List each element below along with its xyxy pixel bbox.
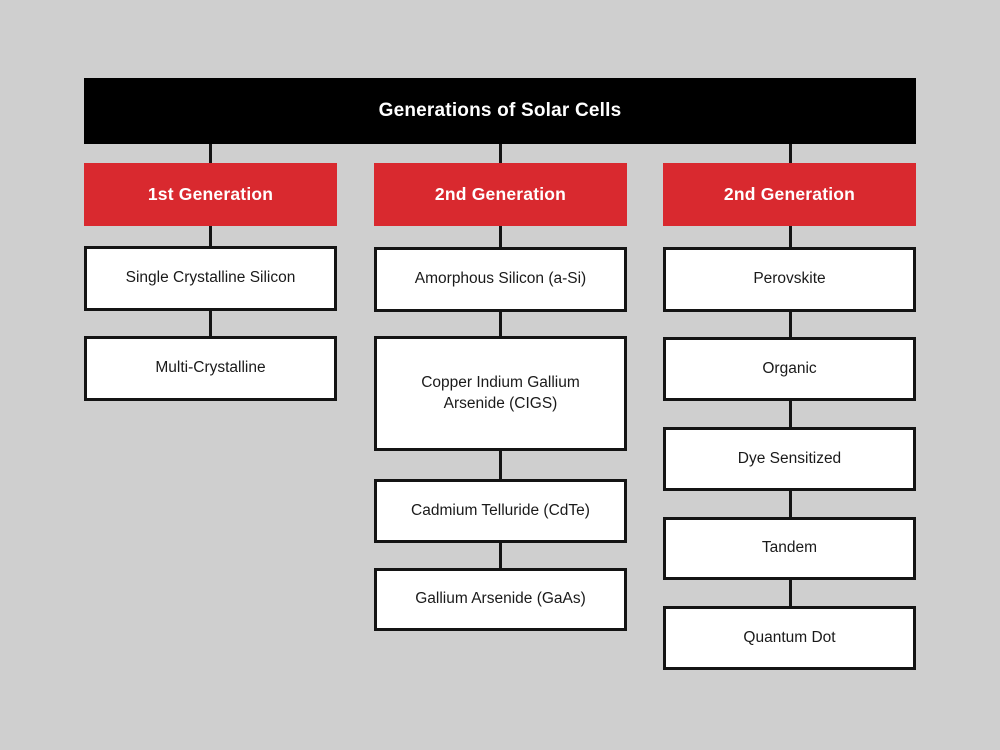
tech-label-col1-item2: Multi-Crystalline [155, 359, 266, 377]
tech-box-col3-item4: Tandem [663, 517, 916, 580]
connector-header-to-col3 [789, 144, 792, 163]
tech-label-col3-item4: Tandem [761, 539, 818, 557]
connector-col1-item1-to-item2 [209, 311, 212, 336]
connector-col2-gen-to-item1 [499, 226, 502, 247]
tech-label-col3-item2: Organic [762, 359, 817, 377]
connector-col3-item3-to-item4 [789, 491, 792, 517]
connector-col3-item2-to-item3 [789, 401, 792, 427]
generation-box-3: 2nd Generation [663, 163, 916, 226]
tech-label-col3-item1: Perovskite [753, 270, 826, 288]
generation-label-2: 2nd Generation [434, 184, 567, 204]
tech-label-col1-item1: Single Crystalline Silicon [125, 269, 296, 287]
tech-label-col2-item2: Copper Indium Gallium Arsenide (CIGS) [421, 373, 580, 412]
tech-label-col2-item3: Cadmium Telluride (CdTe) [411, 501, 590, 519]
connector-header-to-col2 [499, 144, 502, 163]
generation-box-1: 1st Generation [84, 163, 337, 226]
connector-header-to-col1 [209, 144, 212, 163]
tech-box-col1-item2: Multi-Crystalline [84, 336, 337, 401]
tech-box-col3-item1: Perovskite [663, 247, 916, 312]
tech-box-col3-item3: Dye Sensitized [663, 427, 916, 491]
connector-col2-item1-to-item2 [499, 312, 502, 336]
connector-col2-item2-to-item3 [499, 451, 502, 479]
connector-col3-gen-to-item1 [789, 226, 792, 247]
generation-box-2: 2nd Generation [374, 163, 627, 226]
generation-label-3: 2nd Generation [723, 184, 856, 204]
connector-col3-item1-to-item2 [789, 312, 792, 337]
tech-box-col2-item2: Copper Indium Gallium Arsenide (CIGS) [374, 336, 627, 451]
connector-col2-item3-to-item4 [499, 543, 502, 568]
tech-label-col3-item3: Dye Sensitized [737, 449, 842, 467]
tech-box-col2-item4: Gallium Arsenide (GaAs) [374, 568, 627, 631]
generation-label-1: 1st Generation [147, 184, 274, 204]
tech-box-col3-item2: Organic [663, 337, 916, 401]
tech-box-col1-item1: Single Crystalline Silicon [84, 246, 337, 311]
tech-label-col2-item1: Amorphous Silicon (a-Si) [414, 270, 587, 288]
page-title: Generations of Solar Cells [378, 100, 622, 121]
tech-label-col2-item4: Gallium Arsenide (GaAs) [415, 590, 586, 608]
connector-col1-gen-to-item1 [209, 226, 212, 246]
tech-box-col3-item5: Quantum Dot [663, 606, 916, 670]
tech-box-col2-item3: Cadmium Telluride (CdTe) [374, 479, 627, 543]
tech-box-col2-item1: Amorphous Silicon (a-Si) [374, 247, 627, 312]
diagram-title-box: Generations of Solar Cells [84, 78, 916, 144]
tech-label-col3-item5: Quantum Dot [743, 628, 836, 646]
connector-col3-item4-to-item5 [789, 580, 792, 606]
